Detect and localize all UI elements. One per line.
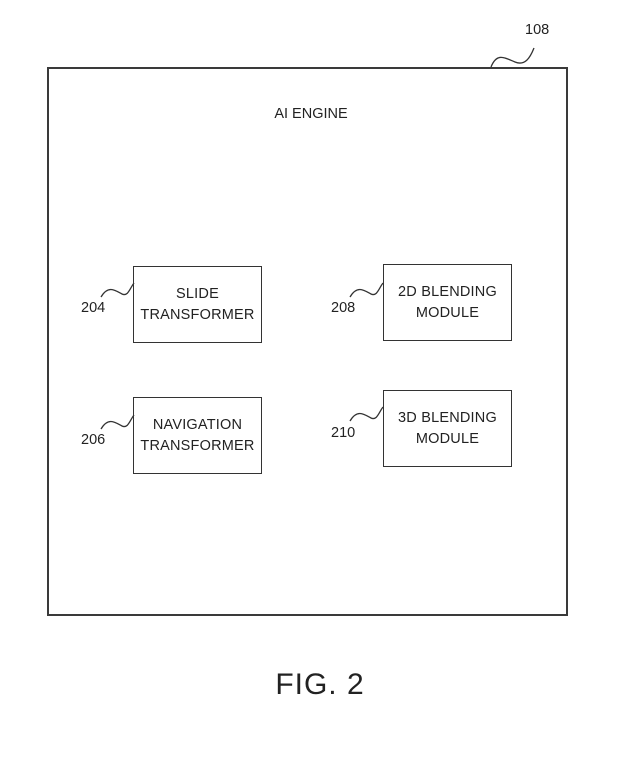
ref-label-208: 208 (331, 300, 356, 316)
ai-engine-title: AI ENGINE (274, 106, 348, 122)
ref-label-108: 108 (525, 22, 550, 38)
ref-label-204: 204 (81, 300, 106, 316)
navigation-transformer-line1: NAVIGATION (152, 416, 243, 433)
navigation-transformer-box: NAVIGATION TRANSFORMER (133, 397, 262, 474)
slide-transformer-line2: TRANSFORMER (140, 306, 255, 323)
leader-line-206 (100, 414, 135, 430)
leader-line-204 (100, 282, 135, 298)
blending-3d-line1: 3D BLENDING (398, 409, 497, 426)
slide-transformer-box: SLIDE TRANSFORMER (133, 266, 262, 343)
blending-2d-line1: 2D BLENDING (398, 283, 497, 300)
blending-3d-module-box: 3D BLENDING MODULE (383, 390, 512, 467)
navigation-transformer-line2: TRANSFORMER (140, 437, 255, 454)
leader-line-210 (349, 406, 384, 422)
figure-label: FIG. 2 (275, 668, 365, 701)
leader-line-208 (349, 282, 384, 298)
ref-label-206: 206 (81, 432, 106, 448)
leader-line-108 (490, 47, 535, 68)
blending-2d-line2: MODULE (415, 304, 480, 321)
ref-label-210: 210 (331, 425, 356, 441)
blending-3d-line2: MODULE (415, 430, 480, 447)
ai-engine-container (47, 67, 568, 616)
slide-transformer-line1: SLIDE (176, 285, 219, 302)
blending-2d-module-box: 2D BLENDING MODULE (383, 264, 512, 341)
